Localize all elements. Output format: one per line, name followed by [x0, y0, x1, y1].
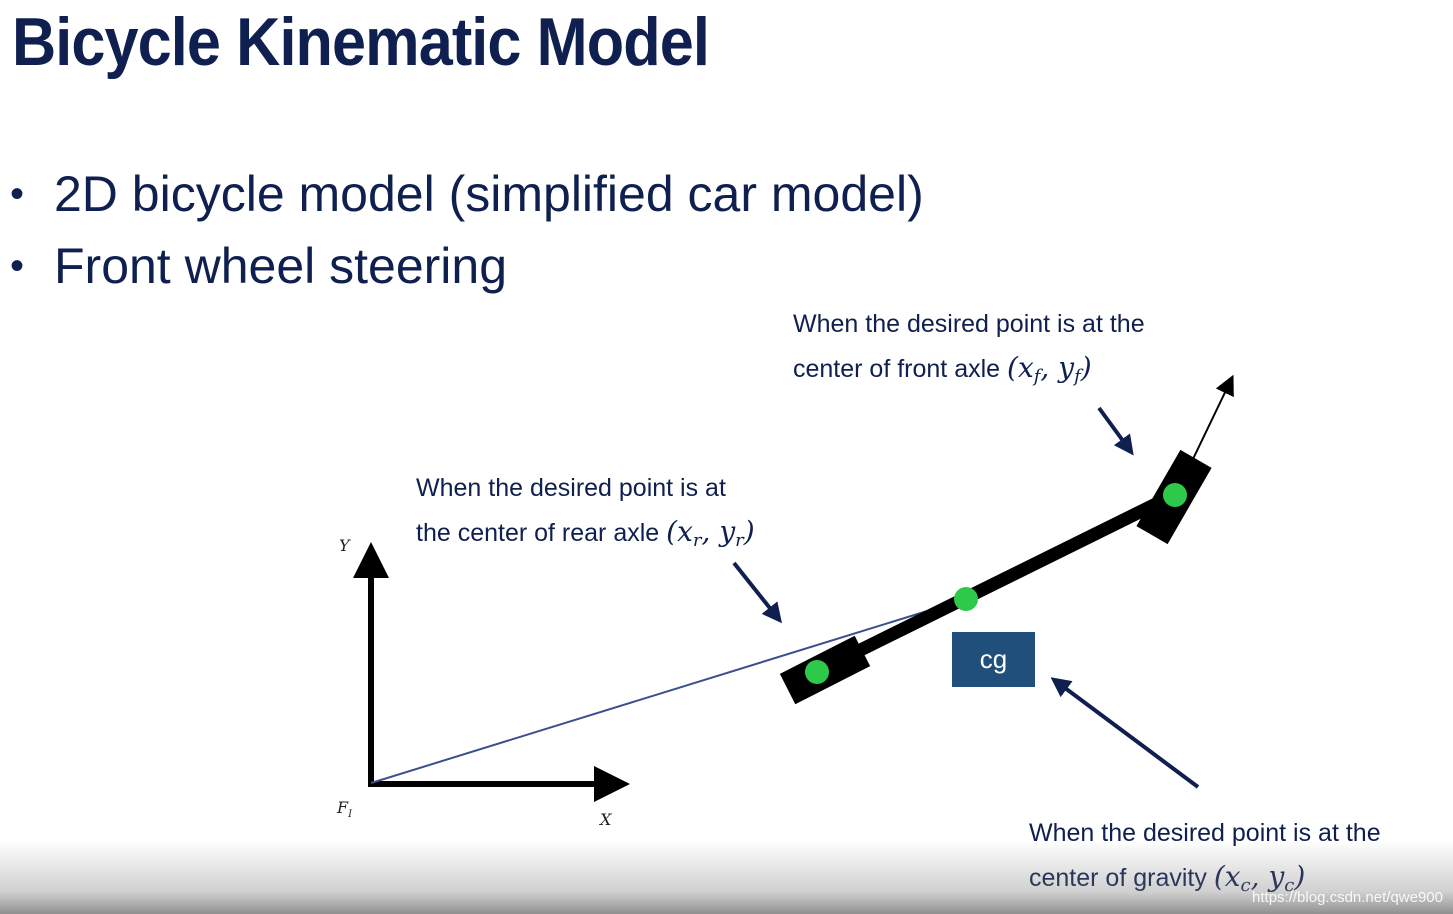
front-axle-annotation: When the desired point is at the center … [793, 307, 1145, 395]
bullet-dot-icon: • [10, 172, 25, 216]
coord-x-sub: f [1033, 366, 1041, 387]
coord-x: x [1224, 860, 1241, 893]
front-heading-arrow [1192, 374, 1234, 460]
coord-y: y [1058, 351, 1075, 384]
bullet-item: • 2D bicycle model (simplified car model) [10, 158, 924, 230]
annotation-line: When the desired point is at [416, 474, 726, 502]
coord-y-sub: f [1074, 366, 1081, 387]
annotation-line-with-coords: center of front axle (xf, yf) [793, 351, 1145, 395]
coord-x-sub: c [1240, 875, 1251, 896]
y-axis-label: Y [339, 536, 350, 555]
bullet-text: Front wheel steering [54, 238, 508, 294]
coord-y: y [719, 515, 736, 548]
bullet-text: 2D bicycle model (simplified car model) [54, 166, 924, 222]
annotation-text: center of gravity [1029, 864, 1207, 892]
annotation-line: When the desired point is at the [1029, 819, 1381, 847]
bullet-item: • Front wheel steering [10, 230, 924, 302]
coord-x: x [677, 515, 693, 548]
annotation-text: center of front axle [793, 355, 1001, 383]
bicycle-frame [813, 491, 1173, 678]
frame-label-main: F [337, 798, 349, 817]
frame-label: FI [337, 798, 352, 820]
coord-x-sub: r [692, 530, 702, 551]
bullet-list: • 2D bicycle model (simplified car model)… [10, 158, 924, 302]
front-axle-point [1163, 483, 1187, 507]
annotation-line: When the desired point is at the [793, 310, 1145, 338]
annotation-line-with-coords: the center of rear axle (xr, yr) [416, 515, 755, 559]
watermark-text: https://blog.csdn.net/qwe900 [1252, 889, 1443, 906]
rear-axle-point [805, 660, 829, 684]
coord-y-sub: r [735, 530, 744, 551]
cg-pointer-arrow [1050, 677, 1200, 789]
rear-axle-coordinates: (xr, yr) [666, 515, 755, 551]
cg-point [954, 587, 978, 611]
front-axle-pointer-arrow [1097, 406, 1134, 456]
rear-axle-annotation: When the desired point is at the center … [416, 471, 755, 559]
cg-label-box: cg [952, 632, 1035, 687]
slide-title: Bicycle Kinematic Model [12, 4, 710, 80]
bullet-dot-icon: • [10, 244, 25, 288]
rear-axle-pointer-arrow [732, 561, 782, 624]
position-vector-line [370, 598, 967, 784]
annotation-text: the center of rear axle [416, 519, 660, 547]
frame-label-sub: I [348, 809, 353, 821]
front-axle-coordinates: (xf, yf) [1007, 351, 1092, 387]
coord-x: x [1017, 351, 1034, 384]
x-axis-label: X [600, 810, 612, 829]
